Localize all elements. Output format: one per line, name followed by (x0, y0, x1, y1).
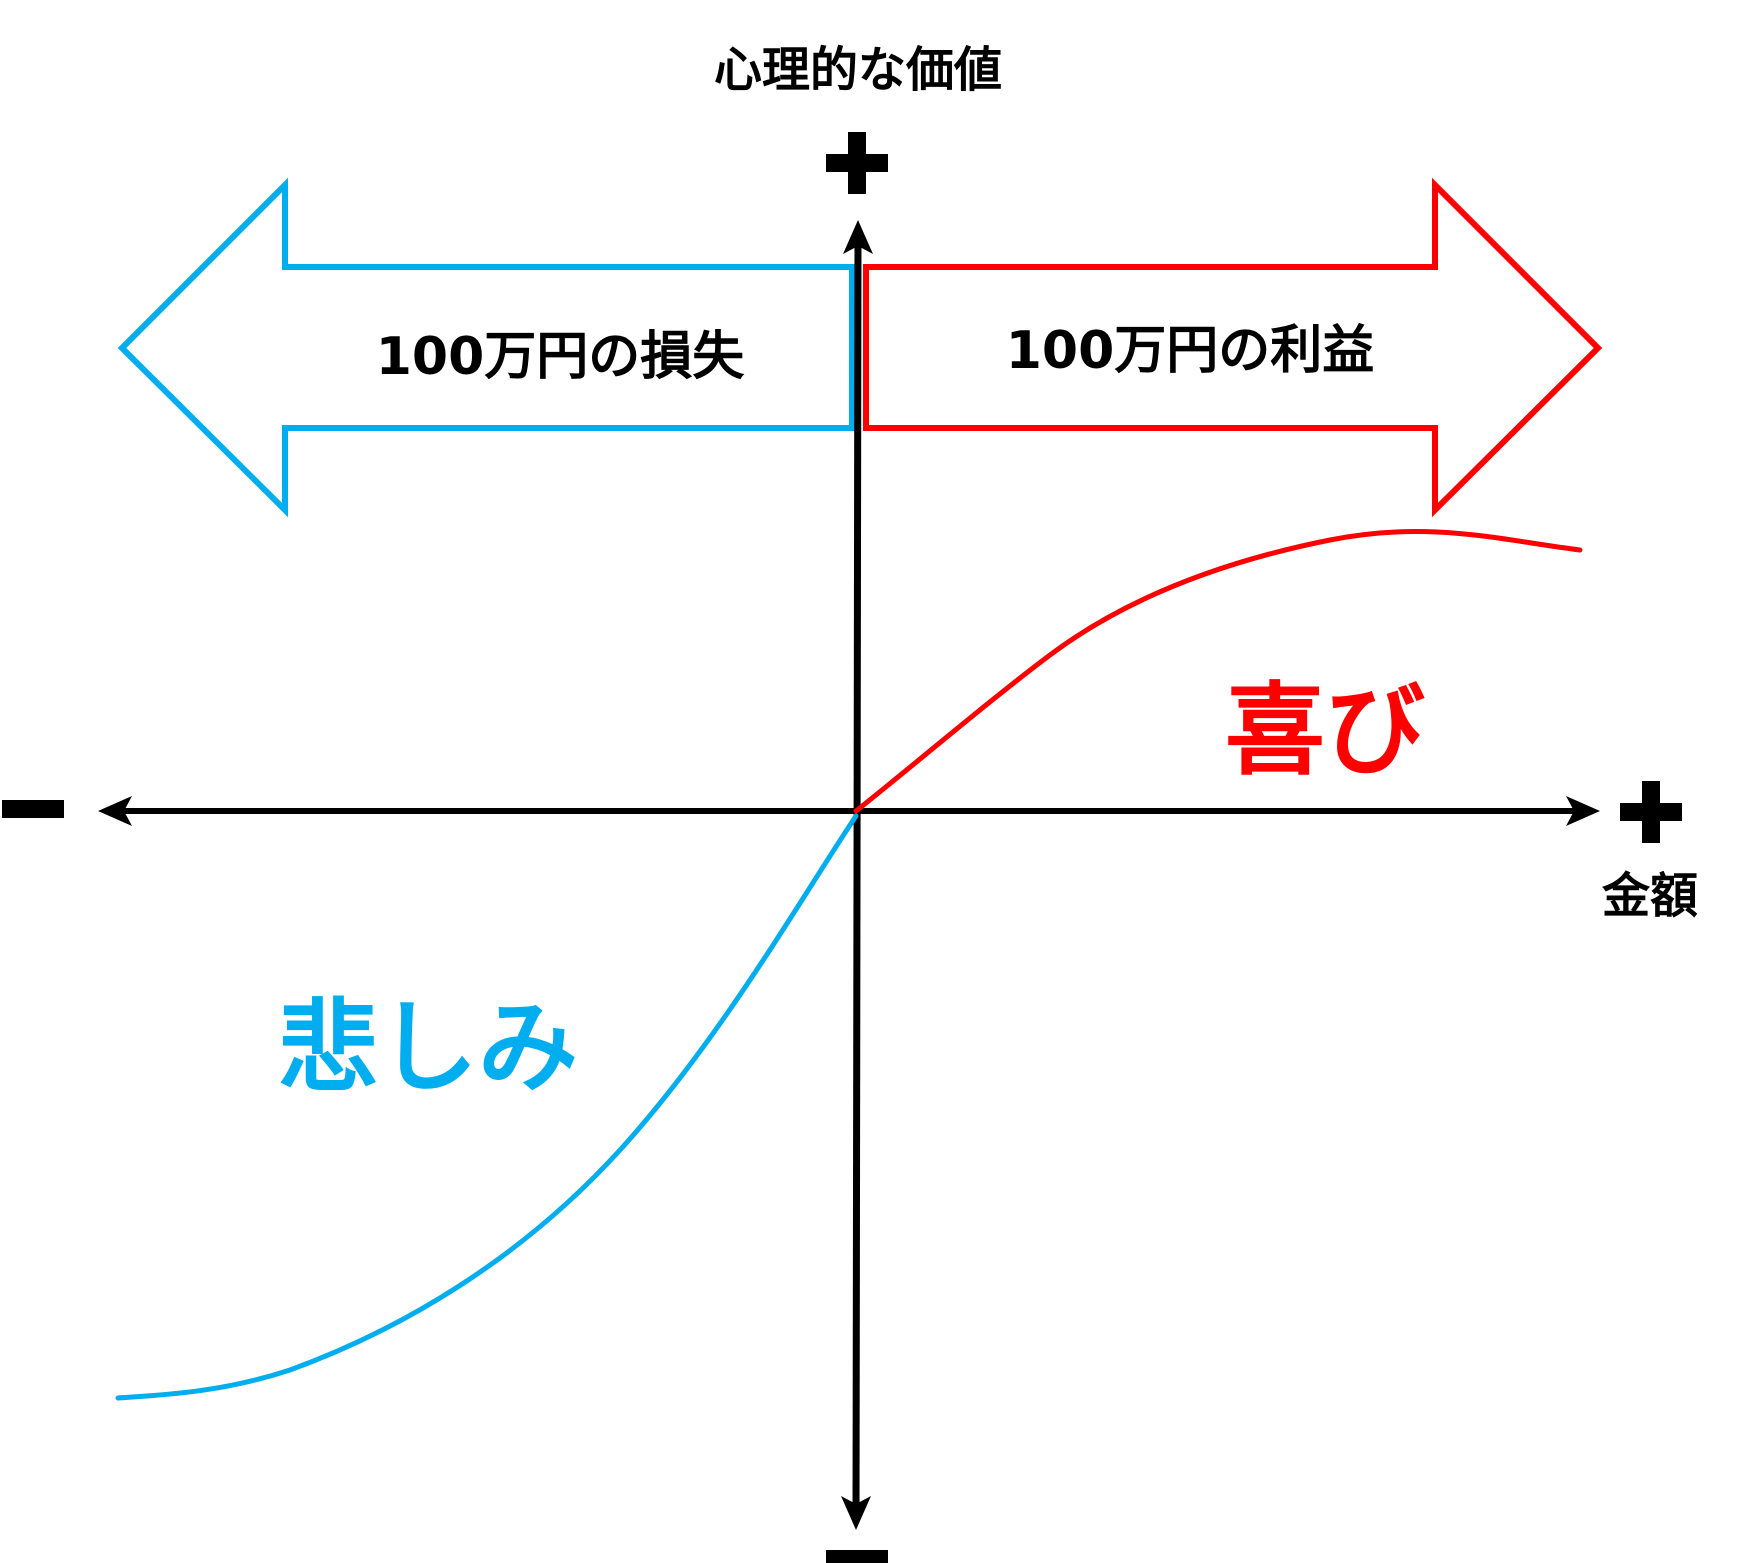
y-axis-top-arrowhead (843, 220, 873, 254)
loss-curve-label: 悲しみ (278, 989, 578, 1106)
x-axis-right-arrowhead (1566, 796, 1600, 826)
loss-arrow-shape (117, 177, 855, 518)
gain-arrow-shape (863, 177, 1603, 518)
y-plus-sign (826, 132, 888, 194)
loss-arrow-label: 100万円の損失 (376, 327, 746, 387)
gain-curve-label: 喜び (1225, 672, 1425, 789)
gain-arrow-label: 100万円の利益 (1006, 321, 1375, 381)
loss-curve (115, 813, 859, 1401)
y-axis-bottom-arrowhead (841, 1496, 871, 1530)
y-axis (852, 231, 862, 1516)
x-minus-sign (2, 800, 64, 818)
y-axis-title: 心理的な価値 (714, 42, 1002, 98)
x-plus-sign (1620, 781, 1682, 843)
y-minus-sign (826, 1550, 888, 1563)
x-axis-title: 金額 (1601, 868, 1698, 924)
x-axis-left-arrowhead (98, 796, 132, 826)
gain-curve (853, 528, 1583, 814)
